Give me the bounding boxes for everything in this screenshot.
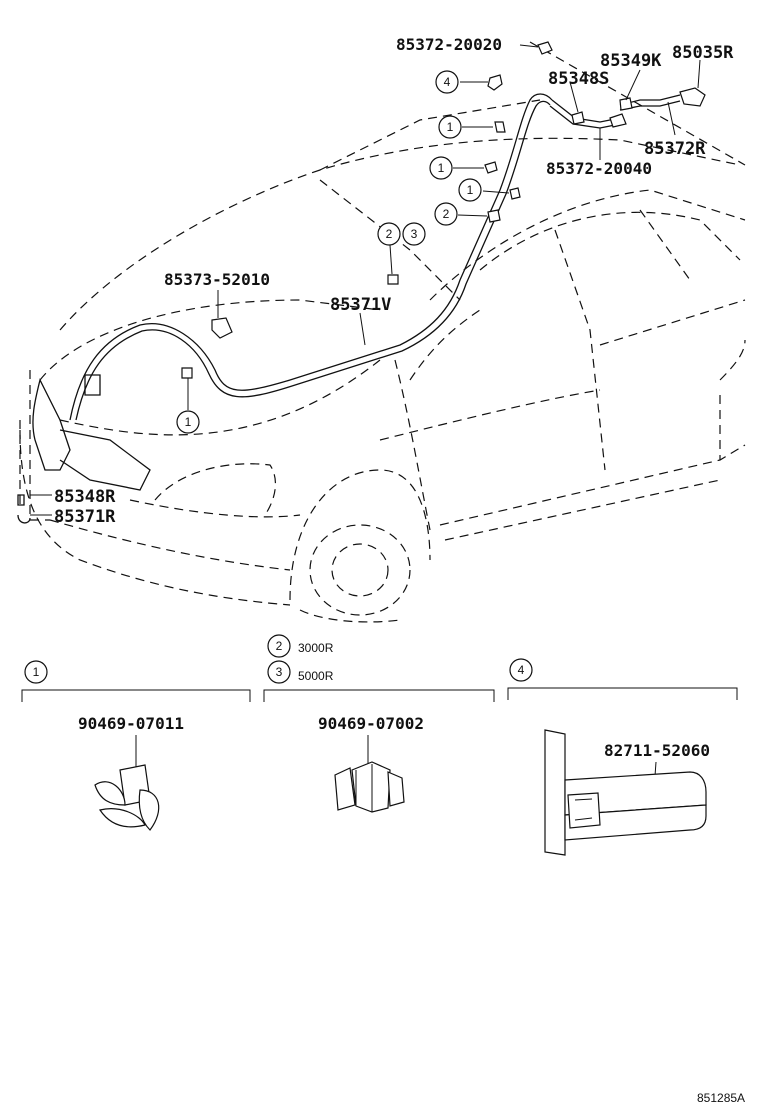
label-85371R: 85371R — [54, 507, 116, 527]
legend-callout-2: 2 — [276, 639, 283, 653]
hose-clamps — [181, 74, 521, 379]
section-headers: 1 4 — [21, 658, 738, 702]
label-85348R: 85348R — [54, 487, 116, 507]
legend-3000R: 3000R — [298, 641, 334, 655]
legend-callout-3: 3 — [276, 665, 283, 679]
part-90469-07002: 90469-07002 — [318, 714, 424, 733]
washer-hose-85371V — [69, 93, 621, 421]
callout-3-a: 3 — [411, 227, 418, 241]
callout-1-c: 1 — [467, 183, 474, 197]
callout-1-a: 1 — [447, 120, 454, 134]
diagram-reference-code: 851285A — [697, 1091, 745, 1105]
label-85373-52010: 85373-52010 — [164, 270, 270, 289]
washer-tank — [17, 370, 151, 524]
clip-90469-07002-drawing — [334, 735, 405, 813]
legend-5000R: 5000R — [298, 669, 334, 683]
leader-lines — [30, 44, 701, 516]
callout-2-b: 2 — [386, 227, 393, 241]
section-1-callout: 1 — [33, 665, 40, 679]
clip-90469-07011-drawing — [94, 735, 160, 831]
callout-2-a: 2 — [443, 207, 450, 221]
label-85372-20020: 85372-20020 — [396, 35, 502, 54]
callout-1-d: 1 — [185, 415, 192, 429]
callout-1-b: 1 — [438, 161, 445, 175]
label-85035R: 85035R — [672, 43, 734, 63]
label-85372-20040: 85372-20040 — [546, 159, 652, 178]
car-body-outline — [19, 99, 746, 623]
label-85348S: 85348S — [548, 69, 609, 89]
part-82711-52060: 82711-52060 — [604, 741, 710, 760]
clamp-82711-52060-drawing — [544, 729, 707, 856]
variant-legend: 2 3000R 3 5000R — [267, 634, 334, 684]
callout-circles: 4 1 1 1 2 2 3 1 — [176, 70, 482, 434]
section-4-callout: 4 — [518, 663, 525, 677]
label-85372R: 85372R — [644, 139, 706, 159]
label-85349K: 85349K — [600, 51, 662, 71]
callout-4-top: 4 — [444, 75, 451, 89]
label-85371V: 85371V — [330, 295, 391, 315]
part-90469-07011: 90469-07011 — [78, 714, 184, 733]
